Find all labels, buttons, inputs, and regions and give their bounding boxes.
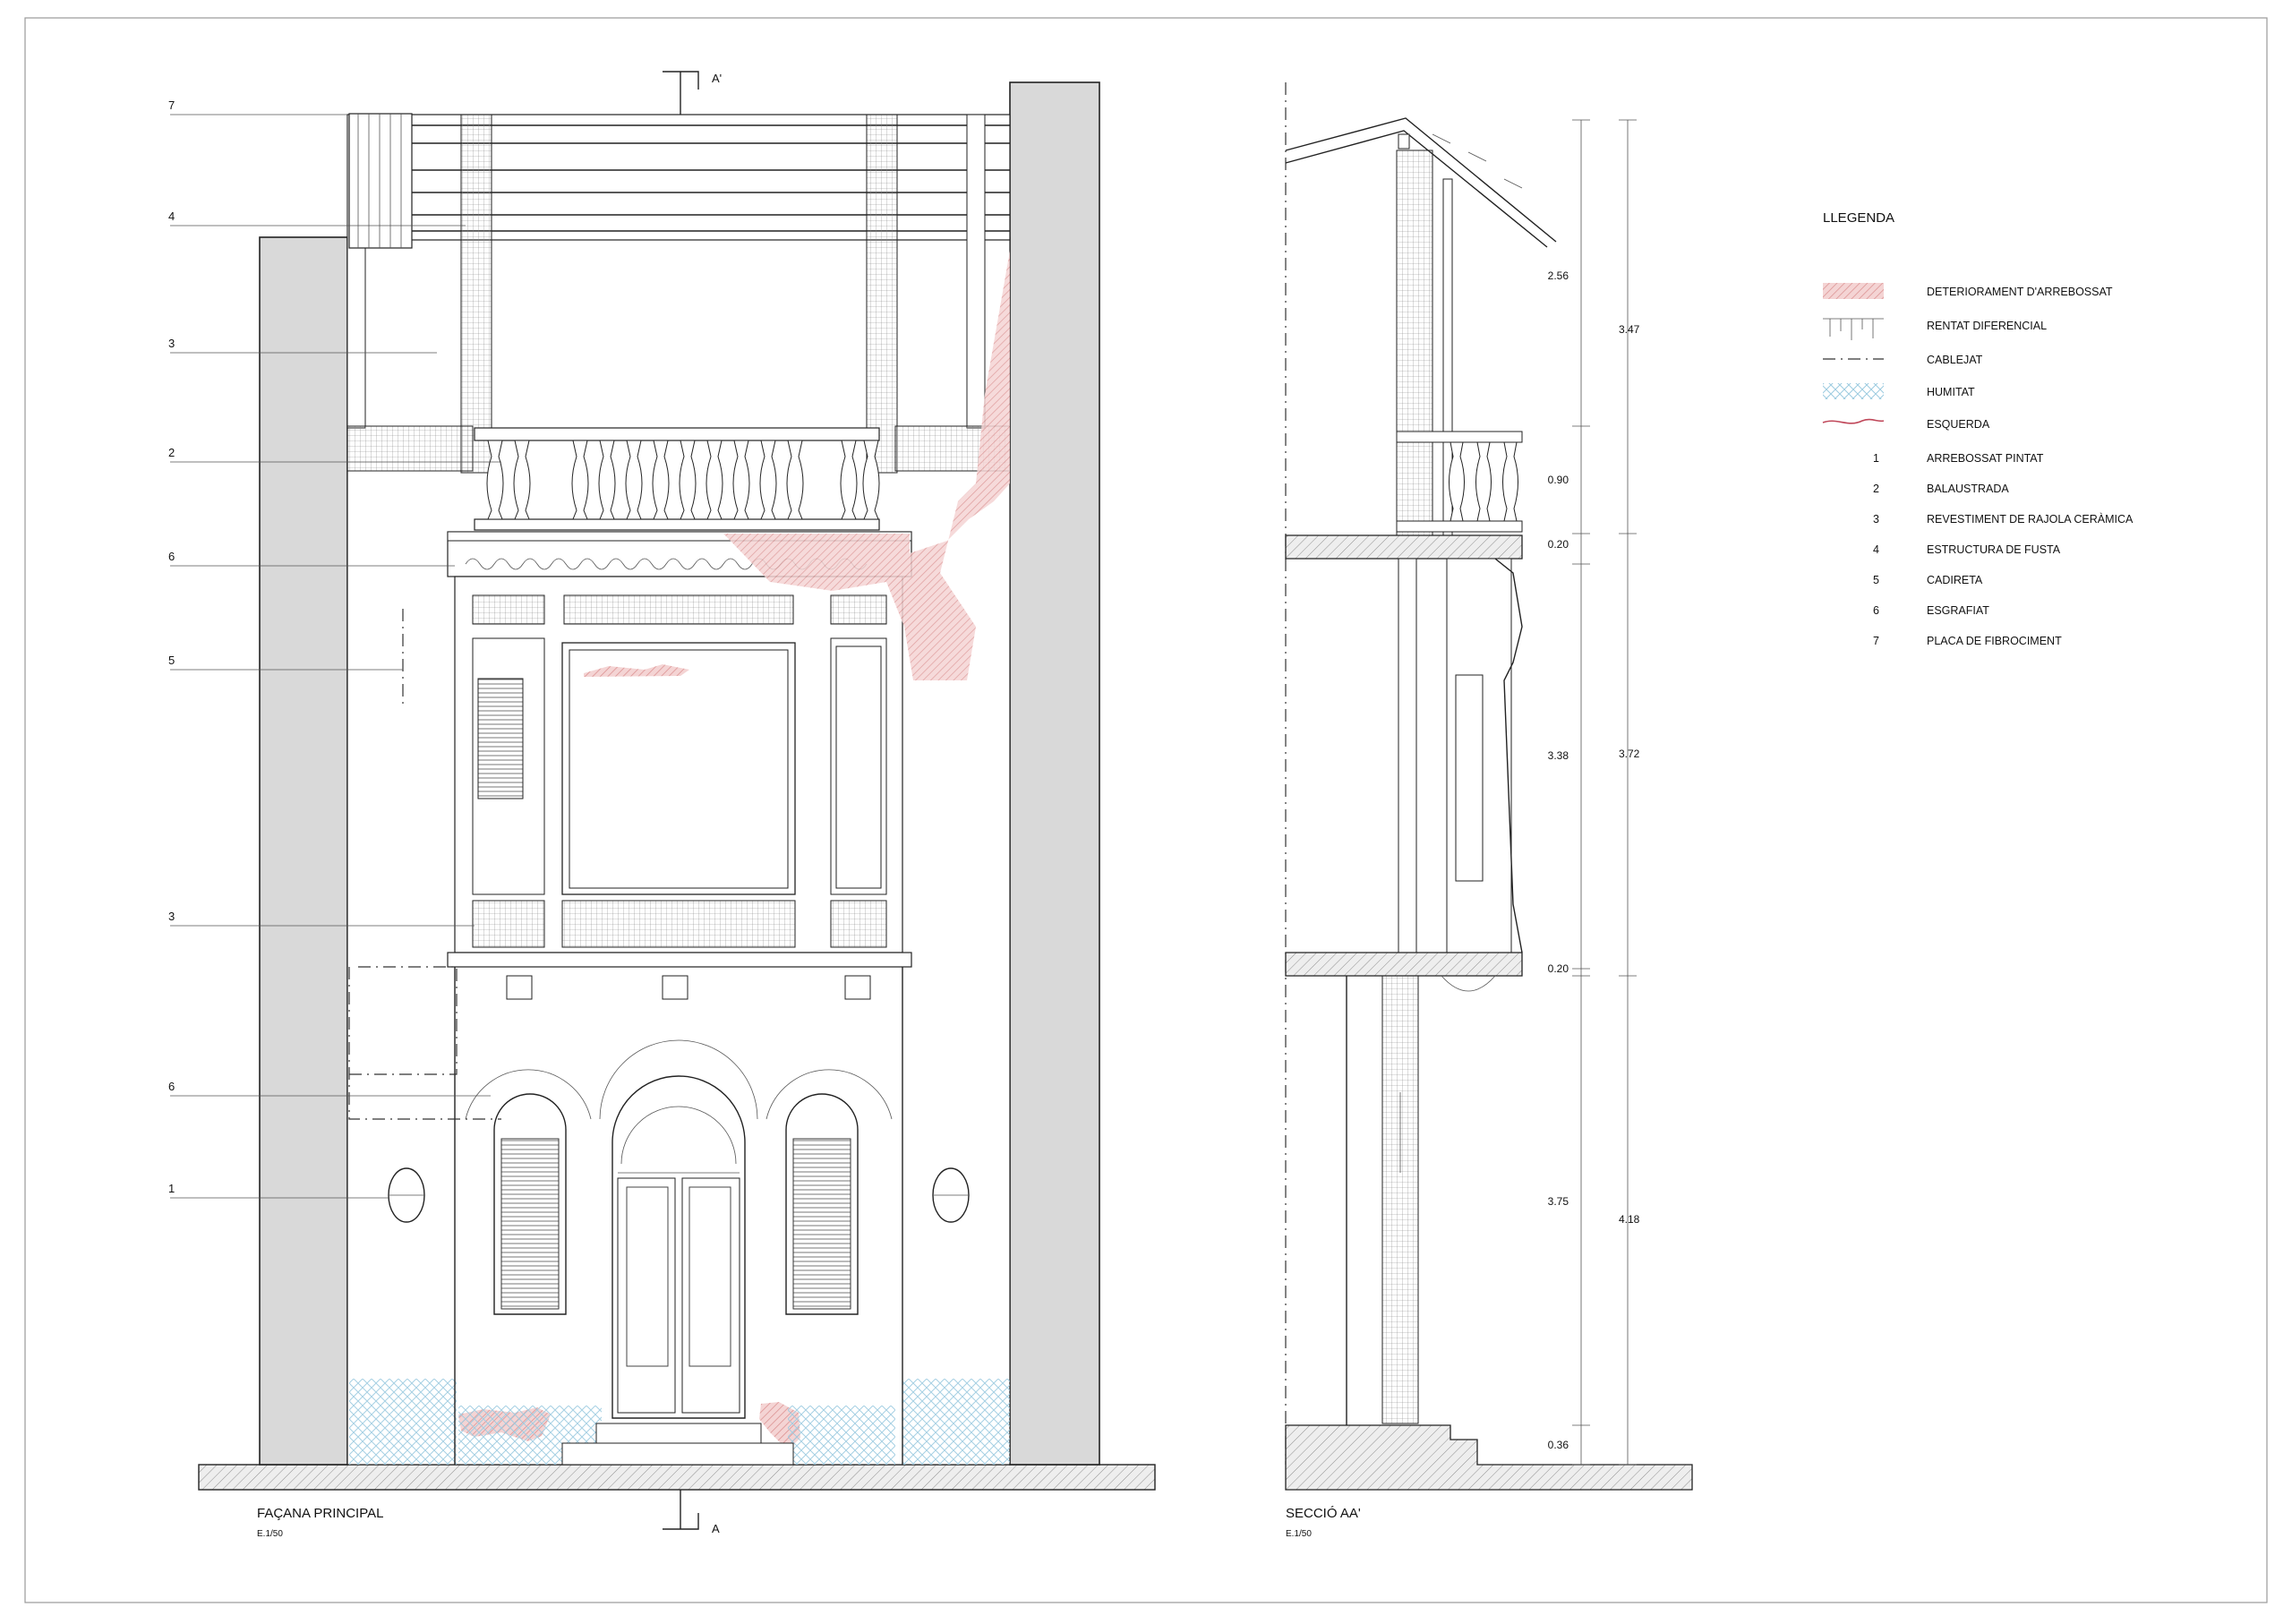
cross-hatch-blue-swatch (1823, 383, 1884, 399)
baluster (652, 440, 670, 520)
section-ground (1285, 1424, 1693, 1491)
section-title: SECCIÓ AA' (1286, 1506, 1361, 1521)
legend-symbol-label: RENTAT DIFERENCIAL (1927, 320, 2047, 332)
ground-slab (198, 1464, 1156, 1491)
cable-run (348, 609, 501, 1120)
dimension-labels: 2.56 0.90 0.20 3.38 0.20 3.75 0.36 3.47 3.72 4.18 (1548, 269, 1640, 1451)
baluster (513, 440, 531, 520)
baluster (786, 440, 804, 520)
humidity-band-right (788, 1406, 895, 1465)
hatch-red-swatch (1823, 283, 1884, 299)
dim-label-outer: 3.72 (1619, 748, 1640, 760)
legend-symbol-label: CABLEJAT (1927, 354, 1983, 366)
dim-label-inner: 2.56 (1548, 269, 1569, 282)
legend-item-label: ARREBOSSAT PINTAT (1927, 452, 2044, 465)
humidity-band-far-right (902, 1379, 1010, 1465)
baluster (679, 440, 697, 520)
callout-number: 3 (168, 910, 175, 923)
legend-item-number: 6 (1873, 604, 1879, 617)
legend-symbol-label: ESQUERDA (1927, 418, 1990, 431)
legend-item-label: CADIRETA (1927, 574, 1983, 586)
callout-number: 5 (168, 654, 175, 667)
dim-label-outer: 3.47 (1619, 323, 1640, 336)
facade-title: FAÇANA PRINCIPAL (257, 1506, 383, 1521)
legend-symbol-label: HUMITAT (1927, 386, 1975, 398)
facade-scale: E.1/50 (257, 1529, 283, 1539)
deterioration-patch-right (723, 251, 1010, 680)
section-mark-bottom-label: A (712, 1522, 720, 1535)
section-floor-slab-2 (1285, 952, 1523, 977)
legend-title: LLEGENDA (1823, 210, 1894, 226)
party-wall-right (1009, 81, 1100, 1466)
section-scale: E.1/50 (1286, 1529, 1312, 1539)
legend-item-label: PLACA DE FIBROCIMENT (1927, 635, 2062, 647)
legend-item-label: REVESTIMENT DE RAJOLA CERÀMICA (1927, 512, 2134, 526)
baluster (598, 440, 616, 520)
legend-item-label: ESGRAFIAT (1927, 604, 1989, 617)
dim-label-outer: 4.18 (1619, 1213, 1640, 1226)
dimension-ticks (1572, 119, 1637, 1466)
first-floor-gallery (447, 576, 912, 1000)
dim-label-inner: 3.38 (1548, 749, 1569, 762)
dim-label-inner: 3.75 (1548, 1195, 1569, 1208)
facade-elevation: A' A 7 4 3 2 6 5 3 6 1 FAÇANA PRINCIPAL E.1/50 (168, 71, 1156, 1539)
baluster (706, 440, 723, 520)
dim-label-inner: 0.20 (1548, 538, 1569, 551)
legend-item-number: 4 (1873, 543, 1879, 556)
legend-item-number: 2 (1873, 483, 1879, 495)
facade-callouts: 7 4 3 2 6 5 3 6 1 (168, 98, 501, 1199)
callout-number: 1 (168, 1182, 175, 1195)
baluster (862, 440, 880, 520)
dim-label-inner: 0.36 (1548, 1439, 1569, 1451)
legend-item-number: 7 (1873, 635, 1879, 647)
sheet-frame (24, 17, 2268, 1603)
callout-number: 2 (168, 446, 175, 459)
tile-band-upper-left (346, 425, 474, 472)
baluster (759, 440, 777, 520)
legend-item-number: 3 (1873, 513, 1879, 526)
callout-number: 3 (168, 337, 175, 350)
legend-item-number: 1 (1873, 452, 1879, 465)
section-floor-slab-1 (1285, 534, 1523, 560)
section-baluster (1475, 441, 1492, 522)
baluster (625, 440, 643, 520)
callout-number: 6 (168, 1080, 175, 1093)
section-baluster (1502, 441, 1518, 522)
section-wall-upper (1396, 150, 1433, 536)
baluster (571, 440, 589, 520)
section-mark-bottom: A (663, 1490, 720, 1535)
baluster (486, 440, 504, 520)
deterioration-patch-window (584, 664, 689, 677)
section-wall-lower (1381, 975, 1419, 1424)
section-roof (1285, 117, 1557, 248)
ground-floor (388, 967, 970, 1466)
callout-number: 7 (168, 98, 175, 112)
legend-item-label: BALAUSTRADA (1927, 483, 2009, 495)
crack-red-line (1822, 418, 1885, 424)
legend-item-number: 5 (1873, 574, 1879, 586)
dim-label-inner: 0.20 (1548, 962, 1569, 975)
callout-number: 4 (168, 209, 175, 223)
balustrade (474, 427, 880, 531)
legend: LLEGENDA DETERIORAMENT D'ARREBOSSAT RENTA… (1822, 210, 2134, 647)
legend-item-label: ESTRUCTURA DE FUSTA (1927, 543, 2061, 556)
section-mark-top-label: A' (712, 72, 722, 85)
humidity-band-left (349, 1379, 457, 1465)
callout-number: 6 (168, 550, 175, 563)
party-wall-left (259, 236, 348, 1466)
drip-lines-swatch (1823, 318, 1884, 340)
legend-symbol-label: DETERIORAMENT D'ARREBOSSAT (1927, 286, 2113, 298)
baluster (840, 440, 858, 520)
timber-pergola (346, 113, 1011, 474)
section-mark-top: A' (663, 71, 722, 115)
baluster (732, 440, 750, 520)
dim-label-inner: 0.90 (1548, 474, 1569, 486)
section-aa: 2.56 0.90 0.20 3.38 0.20 3.75 0.36 3.47 3.72 4.18… (1285, 82, 1693, 1539)
